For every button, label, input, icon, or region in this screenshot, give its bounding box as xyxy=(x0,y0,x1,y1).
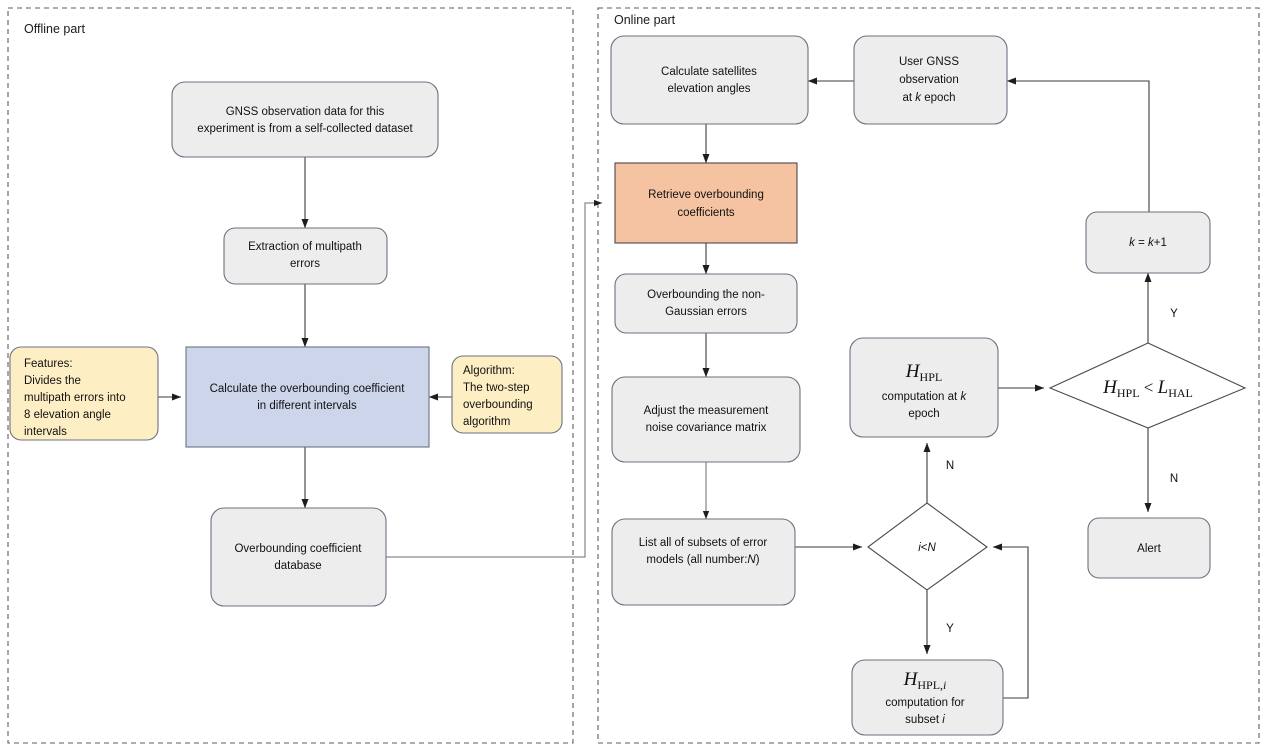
node-extraction-line1: Extraction of multipath xyxy=(248,241,362,253)
node-hpli-line1: computation for xyxy=(885,697,964,709)
node-alert xyxy=(1087,517,1211,579)
node-database-line1: Overbounding coefficient xyxy=(234,543,362,555)
node-features-annotation xyxy=(9,346,159,441)
node-adjust-noise-covariance-matrix xyxy=(611,376,801,463)
node-features-line3: multipath errors into xyxy=(24,392,126,404)
node-calculate-overbounding-coefficient xyxy=(185,346,430,448)
offline-part-container xyxy=(7,7,574,744)
node-hpl-i-computation-for-subset xyxy=(851,659,1004,736)
node-calcelevation-line2: elevation angles xyxy=(667,83,750,95)
decision-i-less-than-n xyxy=(867,502,988,591)
node-algorithm-annotation xyxy=(451,355,563,434)
edge-kincrement-to-userobs xyxy=(1006,77,1150,212)
offline-part-label: Offline part xyxy=(24,22,85,36)
node-listsubsets-line2: models (all number:N) xyxy=(646,554,759,566)
node-userobs-line1: User GNSS xyxy=(899,56,959,68)
node-features-line1: Features: xyxy=(24,358,73,370)
edge-label-no-left: N xyxy=(946,460,954,472)
node-overbounding-coefficient-database xyxy=(210,507,387,607)
node-gnss-observation-data xyxy=(171,81,439,158)
node-overbounding-non-gaussian-errors xyxy=(614,273,798,334)
edge-label-yes-left: Y xyxy=(946,623,954,635)
node-user-gnss-observation xyxy=(853,35,1008,125)
node-hplk-formula: HHPL xyxy=(905,361,942,384)
node-calcelevation-line1: Calculate satellites xyxy=(661,66,757,78)
node-retrieve-line2: coefficients xyxy=(677,207,735,219)
node-retrieve-overbounding-coefficients xyxy=(614,162,798,244)
decision-i-less-than-n-label: i<N xyxy=(918,542,936,554)
online-part-label: Online part xyxy=(614,13,676,27)
edge-label-no-lower: N xyxy=(1170,473,1178,485)
edge-database-to-retrieve xyxy=(386,199,603,558)
node-overbound-line1: Overbounding the non- xyxy=(647,289,765,301)
node-extraction-line2: errors xyxy=(290,258,320,270)
online-part-container xyxy=(597,7,1260,744)
decision-hpl-less-than-hal-label: HHPL < LHAL xyxy=(1102,377,1193,400)
node-calculate-line2: in different intervals xyxy=(257,400,357,412)
node-database-line2: database xyxy=(274,560,321,572)
node-listsubsets-line1: List all of subsets of error xyxy=(639,537,768,549)
node-calculate-line1: Calculate the overbounding coefficient xyxy=(210,383,406,395)
edge-hpli-back-to-iltn xyxy=(992,543,1029,699)
node-algorithm-line2: The two-step xyxy=(463,382,529,394)
node-overbound-line2: Gaussian errors xyxy=(665,306,747,318)
node-list-all-subsets-error-models xyxy=(611,518,796,606)
node-adjust-line1: Adjust the measurement xyxy=(644,405,769,417)
node-hplk-line1: computation at k xyxy=(882,391,968,403)
node-gnss-observation-data-line2: experiment is from a self-collected data… xyxy=(197,123,413,135)
node-userobs-line2: observation xyxy=(899,74,958,86)
node-features-line4: 8 elevation angle xyxy=(24,409,111,421)
node-hpli-formula: HHPL,i xyxy=(903,669,947,692)
edge-label-yes-upper: Y xyxy=(1170,308,1178,320)
node-gnss-observation-data-line1: GNSS observation data for this xyxy=(226,106,385,118)
node-extraction-of-multipath-errors xyxy=(223,227,388,285)
node-hpli-line2: subset i xyxy=(905,714,945,726)
decision-hpl-less-than-hal xyxy=(1048,342,1247,429)
node-hpl-computation-at-k-epoch xyxy=(849,337,999,438)
node-alert-label: Alert xyxy=(1137,543,1161,555)
node-algorithm-line1: Algorithm: xyxy=(463,365,515,377)
node-features-line5: intervals xyxy=(24,426,67,438)
node-hplk-line2: epoch xyxy=(908,408,939,420)
node-calculate-satellites-elevation-angles xyxy=(610,35,809,125)
node-features-line2: Divides the xyxy=(24,375,81,387)
node-algorithm-line4: algorithm xyxy=(463,416,510,428)
node-k-increment xyxy=(1085,211,1211,274)
node-userobs-line3: at k epoch xyxy=(902,92,955,104)
node-algorithm-line3: overbounding xyxy=(463,399,533,411)
node-retrieve-line1: Retrieve overbounding xyxy=(648,189,764,201)
node-k-increment-label: k = k+1 xyxy=(1129,237,1167,249)
node-adjust-line2: noise covariance matrix xyxy=(646,422,767,434)
